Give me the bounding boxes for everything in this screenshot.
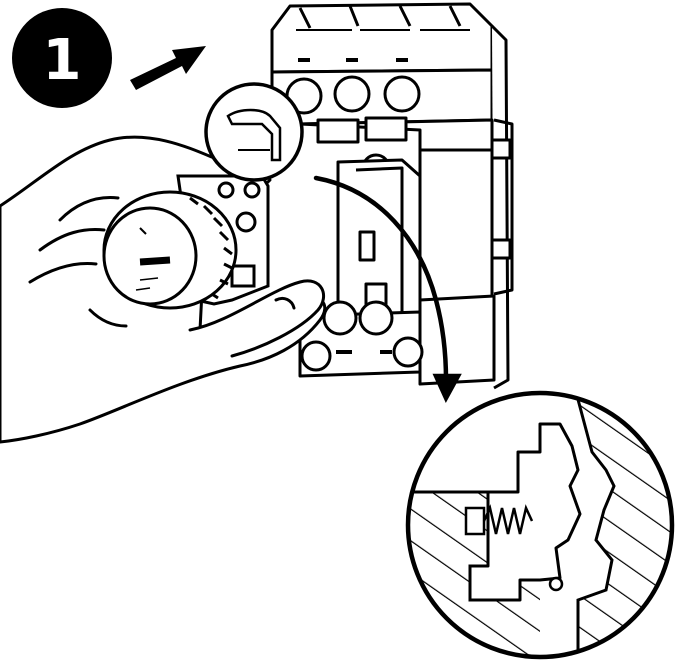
push-arrow-icon [130,46,206,90]
step-badge: 1 [12,8,112,108]
step-number: 1 [43,28,82,93]
timer-dial [102,174,270,310]
detail-loupe-upper [204,82,304,182]
magnified-detail [405,390,675,660]
curved-callout-arrow-icon [313,175,462,404]
